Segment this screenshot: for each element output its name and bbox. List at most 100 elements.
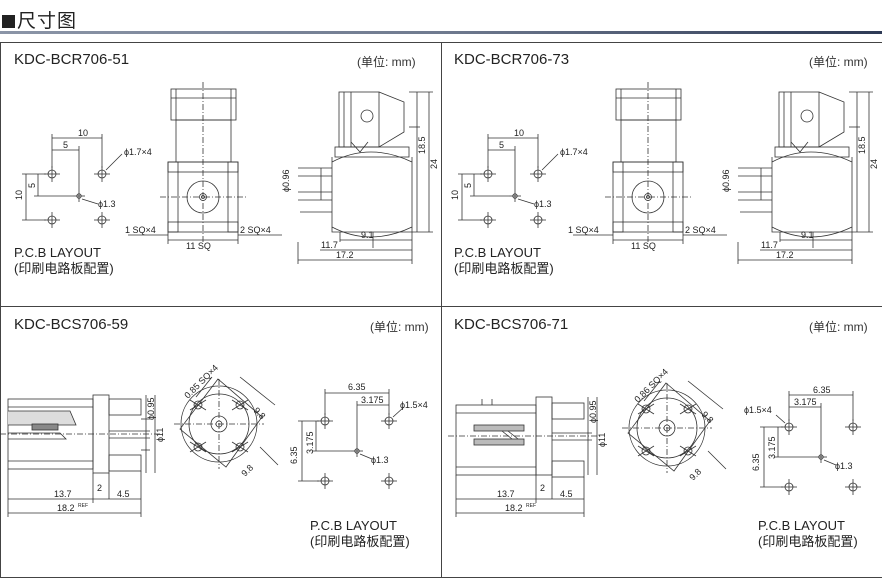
model-name: KDC-BCS706-59 bbox=[14, 316, 129, 333]
dim-label: 1 SQ×4 bbox=[568, 225, 599, 235]
pcb-hole-pattern bbox=[22, 134, 123, 228]
dim-label: 13.7 bbox=[497, 489, 515, 499]
dim-label: ϕ1.3 bbox=[371, 455, 389, 465]
dim-label: 5 bbox=[63, 140, 68, 150]
dim-label: 5 bbox=[499, 140, 504, 150]
dimension-drawing: 10 5 ϕ1.7×4 10 5 ϕ1.3 1 SQ×4 2 SQ×4 11 S… bbox=[450, 82, 879, 264]
dim-label: ϕ0.96 bbox=[281, 169, 291, 192]
dim-label: 9.8 bbox=[239, 462, 255, 478]
dim-label: 11.7 bbox=[321, 240, 338, 250]
dim-label: ϕ1.5×4 bbox=[400, 400, 428, 410]
dim-label: 10 bbox=[14, 190, 24, 200]
dim-label: 2 SQ×4 bbox=[685, 225, 716, 235]
unit-label: (单位: mm) bbox=[370, 320, 429, 334]
dim-label: ϕ0.96 bbox=[721, 169, 731, 192]
dim-label: ϕ1.7×4 bbox=[124, 147, 152, 157]
connector-front-view bbox=[174, 376, 279, 469]
dim-label: ϕ11 bbox=[155, 428, 165, 442]
dim-label: 11 SQ bbox=[186, 241, 211, 251]
dim-label: REF bbox=[526, 503, 536, 509]
section-title: 尺寸图 bbox=[2, 6, 77, 33]
dim-label: ϕ1.7×4 bbox=[560, 147, 588, 157]
pcb-layout-title: P.C.B LAYOUT bbox=[310, 518, 397, 533]
connector-front-view bbox=[622, 380, 727, 473]
dim-label: 9.8 bbox=[700, 409, 716, 425]
pcb-hole-pattern bbox=[298, 389, 405, 489]
dim-label: 9.1 bbox=[361, 230, 374, 240]
dim-label: 10 bbox=[78, 128, 88, 138]
pcb-hole-pattern bbox=[760, 391, 861, 495]
connector-side-view bbox=[0, 394, 160, 517]
connector-front-view bbox=[128, 82, 282, 244]
panel-kdc-bcr706-51: KDC-BCR706-51 (单位: mm) P.C.B LAYOUT (印刷电… bbox=[0, 42, 442, 307]
pcb-layout-label: P.C.B LAYOUT (印刷电路板配置) bbox=[310, 518, 410, 550]
model-name: KDC-BCR706-73 bbox=[454, 51, 570, 68]
panel-kdc-bcr706-73: KDC-BCR706-73 (单位: mm) P.C.B LAYOUT (印刷电… bbox=[442, 42, 882, 307]
dim-label: 9.1 bbox=[801, 230, 814, 240]
dim-label: 2 bbox=[97, 483, 102, 493]
dim-label: 9.8 bbox=[252, 405, 268, 421]
dimension-drawing: ϕ0.95 ϕ11 13.7 4.5 18.2 REF 2 0.86 SQ×4 … bbox=[448, 367, 861, 517]
pcb-hole-pattern bbox=[458, 134, 559, 228]
section-title-text: 尺寸图 bbox=[17, 10, 78, 32]
dim-label: 3.175 bbox=[767, 436, 777, 459]
dim-label: 17.2 bbox=[336, 250, 354, 260]
connector-front-view bbox=[573, 82, 727, 244]
pcb-layout-title: P.C.B LAYOUT bbox=[454, 245, 541, 260]
pcb-layout-subtitle: (印刷电路板配置) bbox=[14, 261, 114, 276]
dim-label: ϕ1.3 bbox=[835, 461, 853, 471]
dim-label: 9.8 bbox=[687, 466, 703, 482]
pcb-layout-label: P.C.B LAYOUT (印刷电路板配置) bbox=[14, 245, 114, 277]
connector-side-view bbox=[737, 91, 873, 264]
dim-label: 17.2 bbox=[776, 250, 794, 260]
dim-label: 11.7 bbox=[761, 240, 778, 250]
dim-label: 2 SQ×4 bbox=[240, 225, 271, 235]
dim-label: 6.35 bbox=[348, 382, 366, 392]
dim-label: 3.175 bbox=[794, 397, 817, 407]
connector-side-view bbox=[448, 396, 602, 517]
panel-kdc-bcs706-59: KDC-BCS706-59 (单位: mm) P.C.B LAYOUT (印刷电… bbox=[0, 307, 442, 578]
pcb-layout-subtitle: (印刷电路板配置) bbox=[310, 534, 410, 549]
dim-label: ϕ1.3 bbox=[98, 199, 116, 209]
dim-label: 6.35 bbox=[751, 453, 761, 471]
dim-label: 6.35 bbox=[813, 385, 831, 395]
dim-label: 18.5 bbox=[417, 136, 427, 154]
model-name: KDC-BCR706-51 bbox=[14, 51, 130, 68]
dim-label: 4.5 bbox=[560, 489, 573, 499]
dim-label: 11 SQ bbox=[631, 241, 656, 251]
pcb-layout-label: P.C.B LAYOUT (印刷电路板配置) bbox=[454, 245, 554, 277]
dim-label: 10 bbox=[450, 190, 460, 200]
page-header: 尺寸图 bbox=[0, 0, 882, 36]
pcb-layout-subtitle: (印刷电路板配置) bbox=[758, 534, 858, 549]
unit-label: (单位: mm) bbox=[809, 320, 868, 334]
dim-label: ϕ11 bbox=[597, 433, 607, 447]
dim-label: 10 bbox=[514, 128, 524, 138]
dim-label: ϕ1.3 bbox=[534, 199, 552, 209]
dim-label: 24 bbox=[429, 159, 439, 169]
dim-label: 3.175 bbox=[305, 431, 315, 454]
dim-label: 18.2 bbox=[505, 503, 523, 513]
pcb-layout-title: P.C.B LAYOUT bbox=[14, 245, 101, 260]
dim-label: ϕ0.95 bbox=[588, 400, 598, 423]
dim-label: 6.35 bbox=[289, 446, 299, 464]
header-divider bbox=[0, 31, 882, 34]
dim-label: 24 bbox=[869, 159, 879, 169]
dimension-drawing: 10 5 ϕ1.7×4 10 5 ϕ1.3 1 SQ×4 2 SQ×4 11 S… bbox=[14, 82, 439, 264]
unit-label: (单位: mm) bbox=[357, 55, 416, 69]
dimension-drawing: ϕ0.95 ϕ11 13.7 4.5 18.2 REF 2 0.85 SQ×4 bbox=[0, 363, 428, 517]
dim-label: 1 SQ×4 bbox=[125, 225, 156, 235]
unit-label: (单位: mm) bbox=[809, 55, 868, 69]
dim-label: 18.2 bbox=[57, 503, 75, 513]
dim-label: 3.175 bbox=[361, 395, 384, 405]
dim-label: 4.5 bbox=[117, 489, 130, 499]
dim-label: 2 bbox=[540, 483, 545, 493]
dim-label: 13.7 bbox=[54, 489, 72, 499]
model-name: KDC-BCS706-71 bbox=[454, 316, 569, 333]
connector-side-view bbox=[297, 91, 433, 264]
panel-kdc-bcs706-71: KDC-BCS706-71 (单位: mm) P.C.B LAYOUT (印刷电… bbox=[442, 307, 882, 578]
dim-label: 5 bbox=[27, 183, 37, 188]
dim-label: 18.5 bbox=[857, 136, 867, 154]
pcb-layout-title: P.C.B LAYOUT bbox=[758, 518, 845, 533]
dim-label: ϕ1.5×4 bbox=[744, 405, 772, 415]
pcb-layout-label: P.C.B LAYOUT (印刷电路板配置) bbox=[758, 518, 858, 550]
